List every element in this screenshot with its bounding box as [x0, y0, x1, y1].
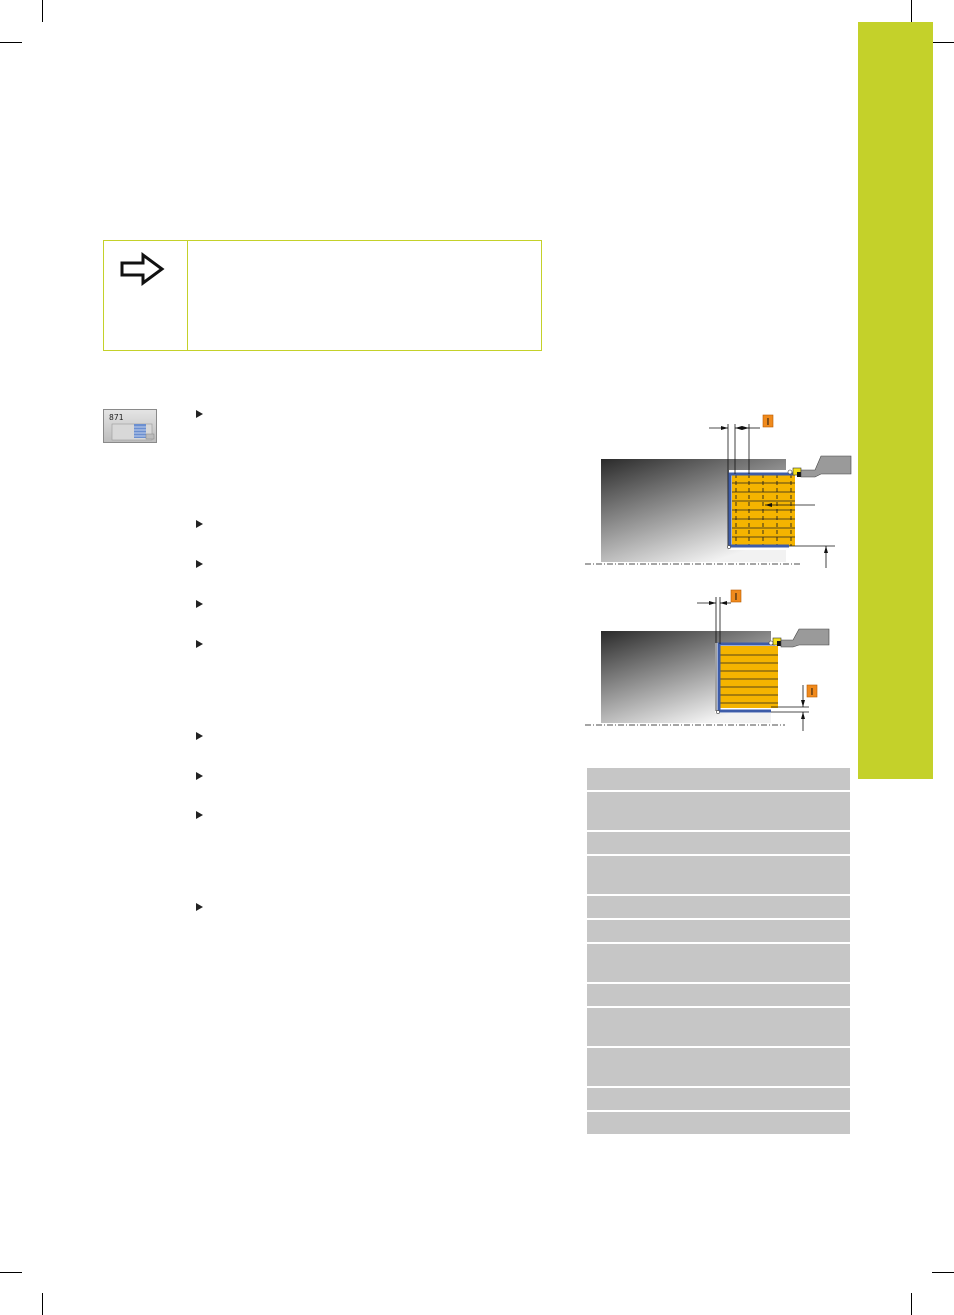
softkey-number: 871 — [109, 413, 124, 422]
crop-mark — [911, 0, 912, 22]
triangle-bullet-icon — [196, 560, 203, 568]
table-row — [587, 920, 850, 944]
parameter-table — [587, 768, 850, 1134]
tag-i-top — [730, 589, 742, 603]
table-row — [587, 792, 850, 832]
crop-mark — [0, 42, 22, 43]
crop-mark — [911, 1293, 912, 1315]
notice-box — [103, 240, 542, 351]
tag-i-side — [806, 684, 818, 698]
triangle-bullet-icon — [196, 600, 203, 608]
table-row — [587, 832, 850, 856]
triangle-bullet-icon — [196, 811, 203, 819]
chapter-tab — [858, 22, 933, 779]
crop-mark — [0, 1272, 22, 1273]
crop-mark — [932, 42, 954, 43]
recess-fill — [720, 646, 778, 708]
crop-mark — [932, 1272, 954, 1273]
triangle-bullet-icon — [196, 772, 203, 780]
table-row — [587, 768, 850, 792]
right-arrow-outline-icon — [119, 252, 165, 291]
svg-text:I: I — [811, 687, 814, 698]
crop-mark — [42, 1293, 43, 1315]
table-row — [587, 1112, 850, 1134]
recessing-diagram-top: I — [585, 410, 855, 580]
notice-divider — [187, 241, 188, 350]
triangle-bullet-icon — [196, 520, 203, 528]
recessing-diagram-bottom: I I — [585, 585, 855, 740]
recess-cycle-softkey-icon[interactable]: 871 — [103, 409, 157, 443]
triangle-bullet-icon — [196, 640, 203, 648]
triangle-bullet-icon — [196, 903, 203, 911]
tag-i — [762, 414, 774, 428]
crop-mark — [42, 0, 43, 22]
table-row — [587, 856, 850, 896]
table-row — [587, 1048, 850, 1088]
table-row — [587, 984, 850, 1008]
triangle-bullet-icon — [196, 410, 203, 418]
table-row — [587, 1008, 850, 1048]
svg-text:I: I — [767, 417, 770, 428]
svg-text:I: I — [735, 592, 738, 603]
table-row — [587, 1088, 850, 1112]
table-row — [587, 896, 850, 920]
triangle-bullet-icon — [196, 732, 203, 740]
table-row — [587, 944, 850, 984]
